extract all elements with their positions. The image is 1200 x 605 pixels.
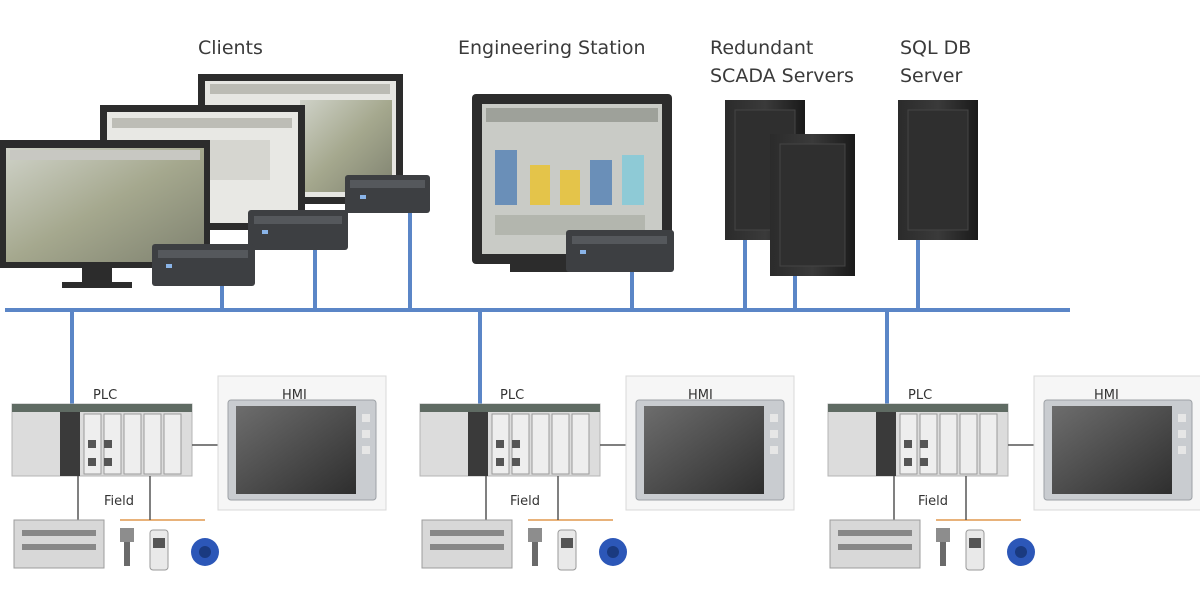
control-cell-1 bbox=[11, 375, 387, 571]
sql-db-server bbox=[898, 100, 978, 240]
remote-io-icon bbox=[421, 519, 513, 569]
client-mini-pc-1 bbox=[152, 244, 255, 286]
field-label-1: Field bbox=[104, 494, 135, 509]
plc-label-3: PLC bbox=[908, 388, 933, 403]
sensor-icon bbox=[120, 528, 134, 566]
control-cells bbox=[11, 375, 1200, 571]
plc-label-2: PLC bbox=[500, 388, 525, 403]
control-cell-2 bbox=[419, 375, 795, 571]
client-mini-pc-3 bbox=[345, 175, 430, 213]
sql-db-label-line1: SQL DB bbox=[900, 37, 972, 59]
network-bus bbox=[5, 213, 1070, 412]
hmi-panel-icon bbox=[217, 375, 387, 511]
field-label-3: Field bbox=[918, 494, 949, 509]
plc-rack-icon bbox=[11, 403, 193, 477]
plc-rack-icon bbox=[827, 403, 1009, 477]
transmitter-icon bbox=[149, 529, 169, 571]
valve-icon bbox=[599, 538, 627, 566]
control-cell-3 bbox=[827, 375, 1200, 571]
client-mini-pc-2 bbox=[248, 210, 348, 250]
redundant-scada-label-line2: SCADA Servers bbox=[710, 65, 854, 87]
engineering-station-label: Engineering Station bbox=[458, 37, 646, 59]
engineering-mini-pc bbox=[566, 230, 674, 272]
scada-server-2 bbox=[770, 134, 855, 276]
sensor-icon bbox=[936, 528, 950, 566]
hmi-label-3: HMI bbox=[1094, 388, 1119, 403]
remote-io-icon bbox=[829, 519, 921, 569]
transmitter-icon bbox=[557, 529, 577, 571]
redundant-scada-label-line1: Redundant bbox=[710, 37, 814, 59]
sql-db-label-line2: Server bbox=[900, 65, 963, 87]
plc-label-1: PLC bbox=[93, 388, 118, 403]
transmitter-icon bbox=[965, 529, 985, 571]
hmi-label-1: HMI bbox=[282, 388, 307, 403]
field-label-2: Field bbox=[510, 494, 541, 509]
remote-io-icon bbox=[13, 519, 105, 569]
hmi-panel-icon bbox=[625, 375, 795, 511]
hmi-label-2: HMI bbox=[688, 388, 713, 403]
clients-label: Clients bbox=[198, 37, 263, 59]
valve-icon bbox=[191, 538, 219, 566]
hmi-panel-icon bbox=[1033, 375, 1200, 511]
plc-rack-icon bbox=[419, 403, 601, 477]
sensor-icon bbox=[528, 528, 542, 566]
engineering-monitor bbox=[472, 94, 672, 272]
valve-icon bbox=[1007, 538, 1035, 566]
